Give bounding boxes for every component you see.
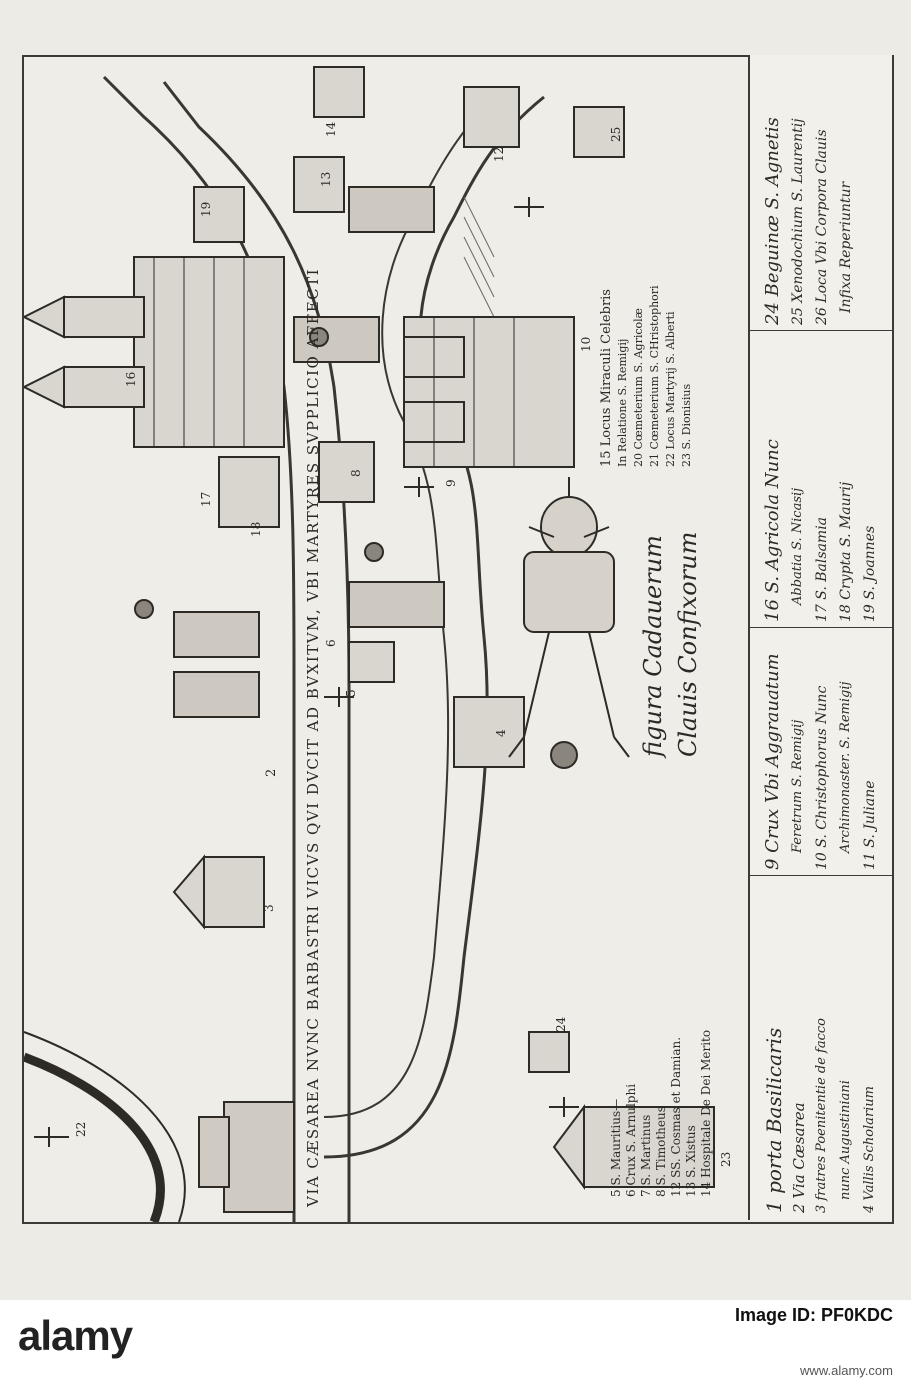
list-left-item: 7 S. Martinus: [639, 1114, 653, 1197]
legend-entry: Abbatia S. Nicasij: [790, 487, 805, 605]
legend-entry: 3 fratres Poenitentie de facco: [814, 1018, 829, 1213]
legend-entry: 1 porta Basilicaris: [762, 1027, 786, 1213]
cathedral-16: [24, 256, 285, 448]
hatched-ground: [463, 196, 495, 318]
legend-divider: [750, 875, 892, 876]
map-label: 14: [324, 121, 338, 137]
church-10: [403, 316, 575, 468]
list-left-item: 5 S. Mauritius—: [609, 1098, 623, 1197]
list-left-item: 6 Crux S. Arnulphi: [624, 1083, 638, 1197]
gate-1: [198, 1101, 295, 1213]
alamy-logo: alamy: [18, 1312, 133, 1359]
list-left-item: 13 S. Xistus: [684, 1125, 698, 1197]
chapel-24: [528, 1031, 570, 1073]
list-right-item: 15 Locus Miraculi Celebris: [599, 289, 614, 467]
map-label: 18: [249, 521, 263, 537]
road-main-label: VIA CÆSAREA NVNC BARBASTRI VICVS QVI DVC…: [304, 267, 322, 1207]
engraved-sheet: VIA CÆSAREA NVNC BARBASTRI VICVS QVI DVC…: [0, 0, 911, 1300]
list-right-item: 23 S. Dionisius: [680, 383, 693, 467]
legend-entry: Infixa Reperiuntur: [838, 181, 854, 313]
map-label: 13: [319, 171, 333, 187]
map-label: 12: [492, 146, 506, 162]
chapel-13: [293, 156, 345, 213]
legend-entry: 18 Crypta S. Maurij: [838, 481, 854, 622]
chapel-3: [172, 854, 265, 930]
legend-entry: Feretrum S. Remigij: [790, 719, 805, 853]
legend-entry: 11 S. Juliane: [862, 780, 878, 870]
figure-caption-1: figura Cadauerum: [639, 535, 667, 757]
site-url[interactable]: www.alamy.com: [800, 1363, 893, 1378]
tomb-slabs: [173, 186, 445, 718]
legend-entry: 25 Xenodochium S. Laurentij: [790, 118, 806, 325]
legend-divider: [750, 627, 892, 628]
map-label: 17: [199, 491, 213, 507]
legend-entry: 9 Crux Vbi Aggrauatum: [762, 653, 783, 870]
image-id-label: Image ID: PF0KDC: [734, 1305, 893, 1325]
map-label: 6: [324, 639, 338, 647]
map-label: 5: [344, 689, 358, 697]
marker-26-symbols: [134, 327, 578, 769]
map-label: 25: [609, 126, 623, 142]
map-label: 4: [494, 729, 508, 737]
watermark-footer: [0, 1300, 911, 1390]
map-label: 24: [554, 1016, 568, 1032]
legend-entry: 2 Via Cæsarea: [790, 1102, 808, 1213]
legend-entry: Archimonaster. S. Remigij: [838, 681, 853, 853]
legend-entry: nunc Augustiniani: [838, 1080, 853, 1200]
city-wall: [24, 1052, 165, 1222]
legend-entry: 4 Vallis Scholarium: [862, 1085, 877, 1213]
map-label: 19: [199, 201, 213, 217]
map-label: 16: [124, 371, 138, 387]
chapel-5: [348, 641, 395, 683]
chapel-17-18: [218, 456, 280, 528]
road-number-label: 2: [264, 768, 279, 777]
figure-caption-2: Clauis Confixorum: [674, 531, 702, 757]
legend-entry: 16 S. Agricola Nunc: [762, 439, 783, 622]
legend-panel: 1 porta Basilicaris 2 Via Cæsarea 3 frat…: [748, 55, 892, 1220]
church-23: [552, 1104, 715, 1190]
stock-image-id: Image ID: PF0KDC: [734, 1305, 893, 1325]
map-label: 3: [262, 904, 276, 912]
map-engraving: [24, 66, 715, 1222]
map-label: 23: [719, 1151, 733, 1167]
legend-entry: 24 Beguinæ S. Agnetis: [762, 117, 783, 325]
legend-entry: 26 Loca Vbi Corpora Clauis: [814, 129, 830, 325]
chapel-4: [453, 696, 525, 768]
chapel-12: [463, 86, 520, 148]
list-right-item: 22 Locus Martyrij S. Alberti: [664, 311, 677, 467]
legend-entry: 17 S. Balsamia: [814, 516, 830, 622]
legend-entry: 10 S. Christophorus Nunc: [814, 685, 830, 870]
chapel-19: [193, 186, 245, 243]
list-right-item: In Relatione S. Remigij: [616, 338, 629, 467]
list-right-item: 21 Cœmeterium S. CHristophori: [648, 285, 661, 467]
map-label: 10: [579, 336, 593, 352]
map-label: 8: [349, 469, 363, 477]
list-left-item: 12 SS. Cosmas et Damian.: [669, 1036, 683, 1197]
map-label: 22: [74, 1121, 88, 1137]
crosses: [34, 197, 579, 1147]
chapel-14: [313, 66, 365, 118]
legend-entry: 19 S. Joannes: [862, 525, 878, 622]
list-left-item: 8 S. Timotheus: [654, 1106, 668, 1197]
list-right-item: 20 Cœmeterium S. Agricolæ: [632, 308, 645, 467]
chapel-25: [573, 106, 625, 158]
list-left-item: 14 Hospitale De Dei Merito: [699, 1029, 713, 1197]
chapel-8: [318, 441, 375, 503]
skeleton-figure: [508, 477, 630, 758]
map-label: 9: [444, 479, 458, 487]
legend-divider: [750, 330, 892, 331]
road-lower: [323, 95, 545, 1159]
